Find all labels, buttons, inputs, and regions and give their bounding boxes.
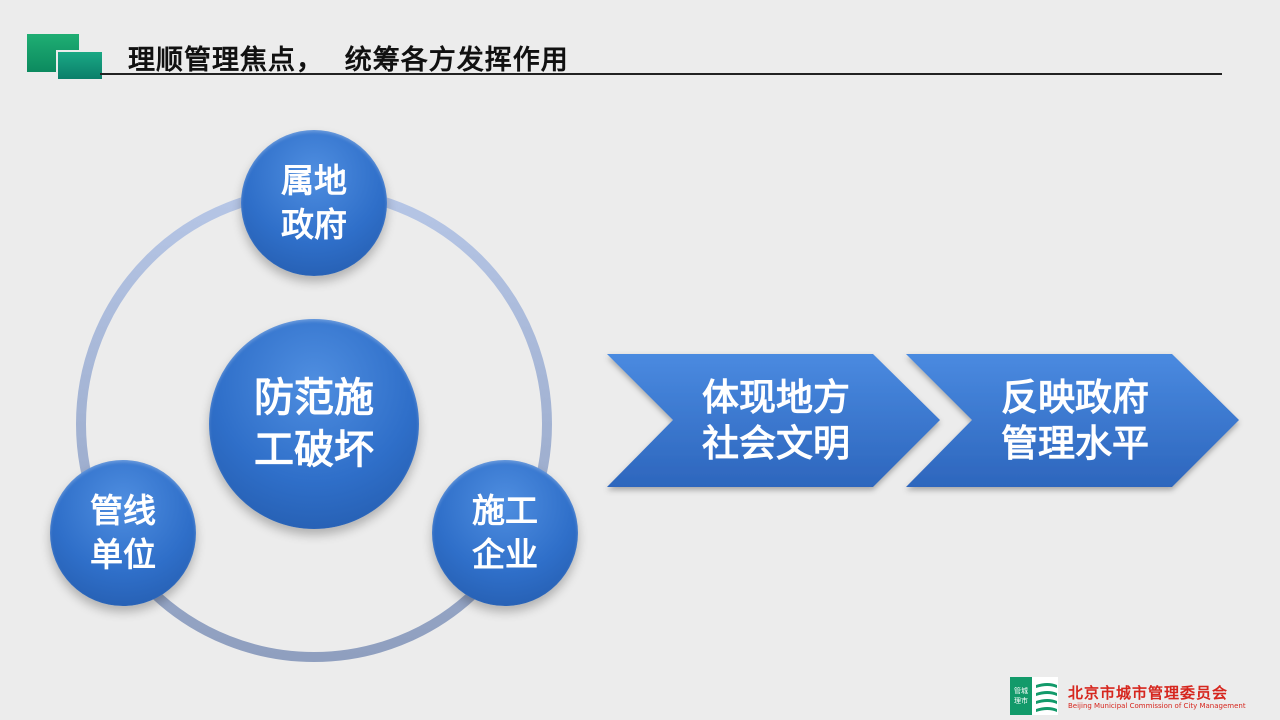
chevron-label-line: 管理水平: [1001, 422, 1149, 465]
logo-icon-line: 理市: [1014, 696, 1028, 705]
top-circle: 属地 政府: [241, 130, 387, 276]
header-deco-block: [56, 50, 102, 79]
logo-icon-line: 管城: [1014, 686, 1028, 695]
title-underline: [100, 73, 1222, 75]
page-title: 理顺管理焦点， 统筹各方发挥作用: [128, 45, 569, 76]
chevron-label-line: 体现地方: [702, 376, 850, 419]
center-circle-line: 工破坏: [254, 427, 374, 473]
center-circle: 防范施 工破坏: [209, 319, 419, 529]
left-circle: 管线 单位: [50, 460, 196, 606]
commission-name-en: Beijing Municipal Commission of City Man…: [1068, 702, 1246, 710]
commission-logo-icon: 管城 理市: [1010, 677, 1058, 715]
right-circle-line: 施工: [472, 491, 538, 530]
right-circle-line: 企业: [472, 535, 538, 574]
left-circle-line: 单位: [90, 535, 156, 574]
top-circle-line: 属地: [281, 161, 347, 200]
chevron-shape-1: [607, 354, 940, 487]
commission-name: 北京市城市管理委员会: [1068, 684, 1229, 702]
right-circle: 施工 企业: [432, 460, 578, 606]
chevron-label-2: 反映政府 管理水平: [955, 375, 1195, 467]
chevron-label-line: 社会文明: [702, 422, 850, 465]
top-circle-line: 政府: [281, 205, 347, 244]
center-circle-line: 防范施: [254, 375, 374, 421]
chevron-shape-2: [906, 354, 1239, 487]
left-circle-line: 管线: [90, 491, 156, 530]
chevron-label-1: 体现地方 社会文明: [656, 375, 896, 467]
chevron-label-line: 反映政府: [1001, 376, 1149, 419]
